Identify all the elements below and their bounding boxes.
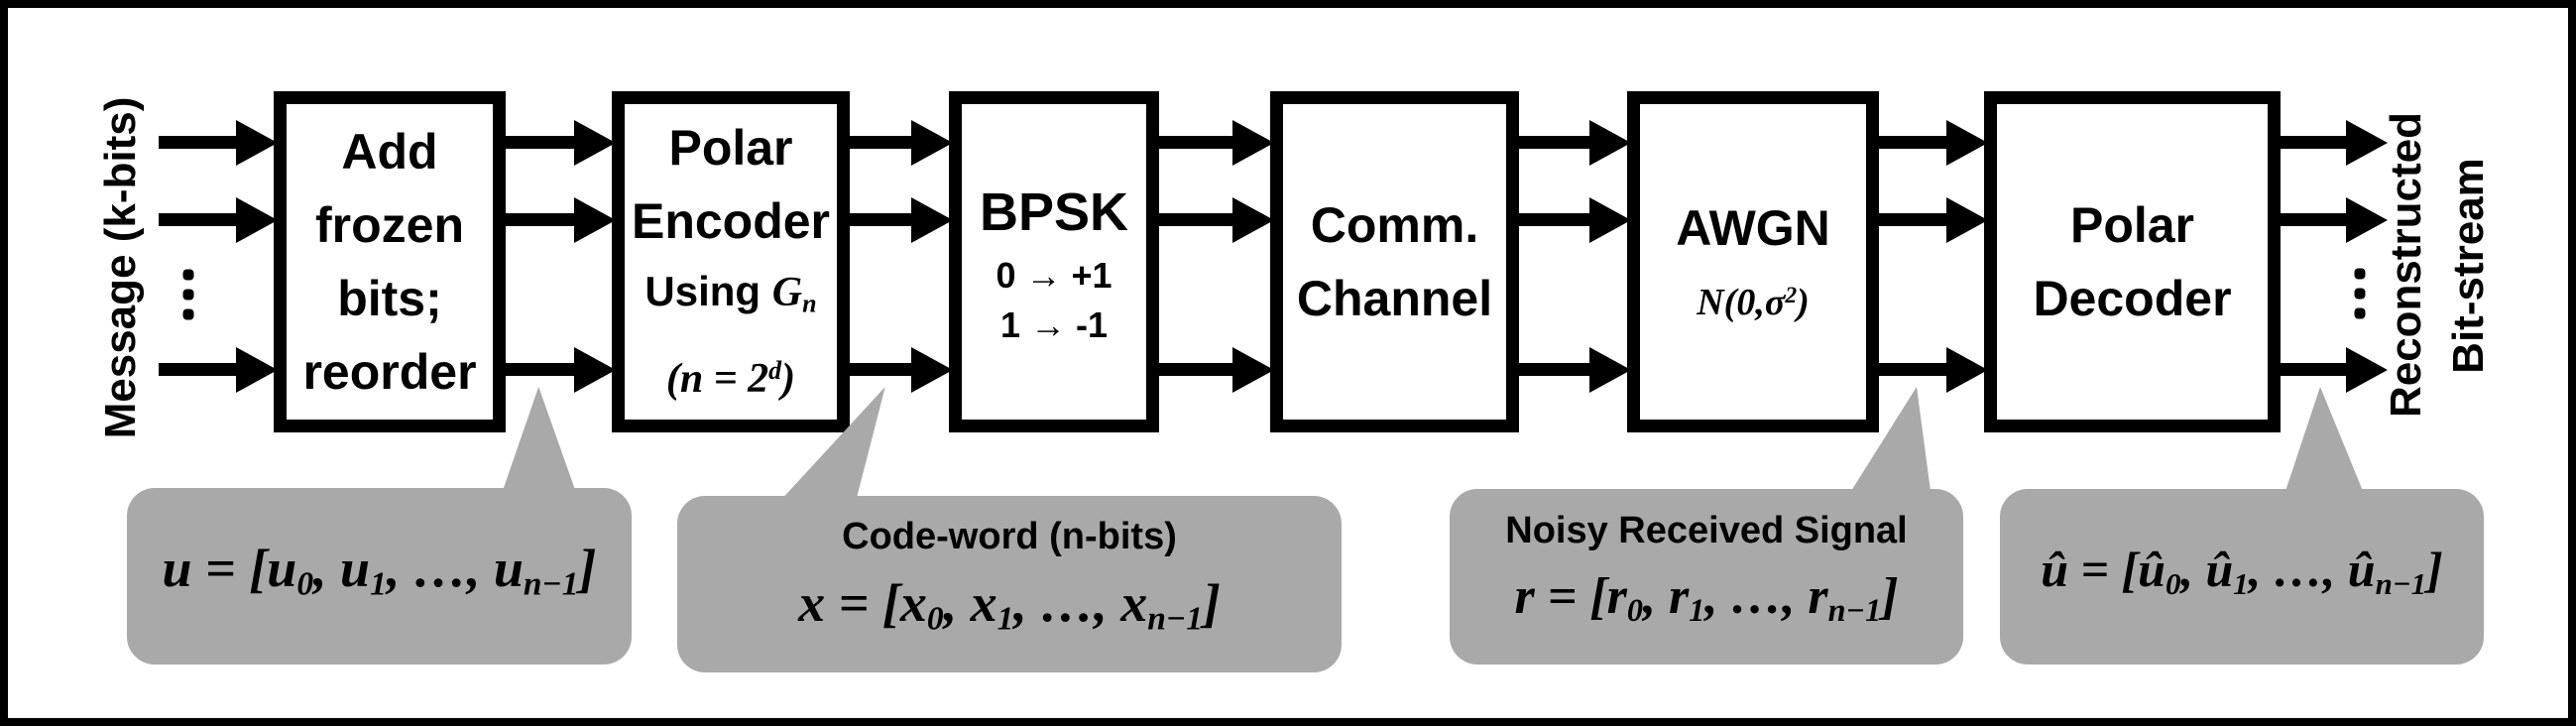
flow-arrow — [1877, 136, 1946, 149]
flow-arrow — [1877, 363, 1946, 376]
input-arrow — [159, 213, 236, 226]
input-arrow — [159, 136, 236, 149]
block-label: Polar — [2069, 197, 2195, 253]
flow-arrow — [1517, 136, 1589, 149]
block-label: AWGN — [1676, 199, 1830, 256]
flow-arrow — [1517, 213, 1589, 226]
block-sublabel: (n = 2d) — [665, 356, 796, 403]
block-label: BPSK — [979, 182, 1129, 242]
block-polar-decoder: Polar Decoder — [1984, 91, 2281, 432]
math-u-vector: u = [u0, u1, …, un−1] — [162, 538, 597, 603]
block-label: reorder — [302, 344, 477, 400]
block-label: Comm. — [1310, 197, 1479, 253]
block-label: Decoder — [2033, 271, 2232, 326]
flow-arrow — [848, 136, 911, 149]
block-label: Channel — [1296, 271, 1493, 326]
math-x-vector: x = [x0, x1, …, xn−1] — [798, 572, 1221, 638]
block-label: bits; — [337, 271, 442, 326]
map-arrow-icon: → — [1030, 304, 1066, 345]
flow-arrow — [1157, 213, 1232, 226]
flow-arrow — [504, 213, 574, 226]
output-arrow — [2279, 213, 2346, 226]
map-arrow-icon: → — [1025, 255, 1062, 296]
flow-arrow — [1517, 363, 1589, 376]
math-u-hat-vector: û = [û0, û1, …, ûn−1] — [2041, 542, 2443, 601]
callout-received-signal: Noisy Received Signal r = [r0, r1, …, rn… — [1450, 489, 1963, 665]
callout-label: Noisy Received Signal — [1505, 509, 1908, 551]
block-label: Encoder — [631, 192, 831, 249]
block-label: frozen — [315, 197, 464, 253]
block-label: Polar — [668, 119, 793, 176]
flow-arrow — [1877, 213, 1946, 226]
input-arrow — [159, 363, 236, 376]
flow-arrow — [848, 213, 911, 226]
noise-distribution: N(0,σ2) — [1697, 281, 1810, 323]
block-add-frozen-bits: Add frozen bits; reorder — [274, 91, 506, 432]
block-bpsk: BPSK 0 → +1 1 → -1 — [949, 91, 1159, 432]
flow-arrow — [848, 363, 911, 376]
bpsk-mapping: 1 → -1 — [999, 304, 1109, 345]
flow-arrow — [504, 136, 574, 149]
message-input-label: Message (k-bits) — [96, 96, 145, 439]
block-label: Add — [341, 124, 438, 180]
callout-u-vector: u = [u0, u1, …, un−1] — [127, 488, 632, 665]
output-arrow — [2279, 363, 2346, 376]
block-awgn: AWGN N(0,σ2) — [1627, 91, 1879, 432]
output-ellipsis-icon — [2354, 268, 2366, 319]
reconstructed-label: Reconstructed — [2382, 111, 2430, 419]
block-sublabel: Using Gn — [644, 267, 817, 318]
callout-u-hat: û = [û0, û1, …, ûn−1] — [2000, 489, 2484, 665]
math-r-vector: r = [r0, r1, …, rn−1] — [1514, 567, 1899, 629]
block-polar-encoder: Polar Encoder Using Gn (n = 2d) — [612, 91, 850, 432]
flow-arrow — [1157, 136, 1232, 149]
callout-label: Code-word (n-bits) — [842, 515, 1177, 557]
block-comm-channel: Comm. Channel — [1270, 91, 1519, 432]
flow-arrow — [1157, 363, 1232, 376]
bpsk-mapping: 0 → +1 — [995, 255, 1112, 296]
callout-codeword: Code-word (n-bits) x = [x0, x1, …, xn−1] — [677, 496, 1342, 672]
input-ellipsis-icon — [182, 269, 194, 320]
flow-arrow — [504, 363, 574, 376]
bitstream-label: Bit-stream — [2444, 158, 2493, 374]
output-arrow — [2279, 136, 2346, 149]
